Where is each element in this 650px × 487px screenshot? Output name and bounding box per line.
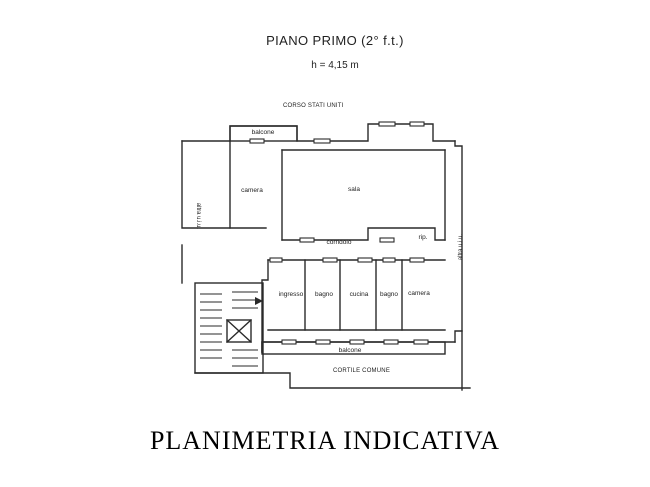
plan-title: PIANO PRIMO (2° f.t.): [266, 33, 404, 48]
room-label-sala: sala: [348, 186, 360, 193]
room-label-camera-right: camera: [408, 290, 430, 297]
street-label-top: CORSO STATI UNITI: [283, 103, 344, 109]
room-label-balcone-top: balcone: [251, 129, 275, 136]
room-label-cucina: cucina: [349, 291, 369, 298]
side-label-right: altra u.i.u.: [458, 233, 464, 261]
room-label-ingresso: ingresso: [278, 291, 304, 298]
lift-diagonal-b: [226, 319, 252, 343]
openings: [249, 121, 429, 345]
room-label-bagno-2: bagno: [379, 291, 399, 298]
room-label-bagno-1: bagno: [314, 291, 334, 298]
room-label-balcone-bottom: balcone: [338, 347, 362, 354]
ceiling-height-note: h = 4,15 m: [311, 60, 359, 71]
stair-treads: [200, 291, 258, 367]
courtyard-boundary: [194, 372, 471, 389]
wall-east: [454, 140, 463, 343]
side-label-left: altra u.i.u.: [195, 202, 201, 230]
room-label-camera-left: camera: [241, 187, 263, 194]
wall-west-lower: [261, 259, 269, 353]
lift-shaft: [226, 319, 252, 343]
room-label-rip: rip.: [418, 234, 428, 241]
staircase-block: [194, 282, 264, 374]
wall-north: [181, 123, 456, 142]
room-label-corridoio: corridoio: [326, 239, 352, 246]
entrance-arrow-icon: [255, 297, 263, 305]
street-label-bottom: CORTILE COMUNE: [333, 368, 391, 374]
wall-internal-sala-south: [281, 227, 446, 241]
plan-caption: PLANIMETRIA INDICATIVA: [149, 426, 501, 455]
wall-west-upper: [181, 140, 267, 229]
